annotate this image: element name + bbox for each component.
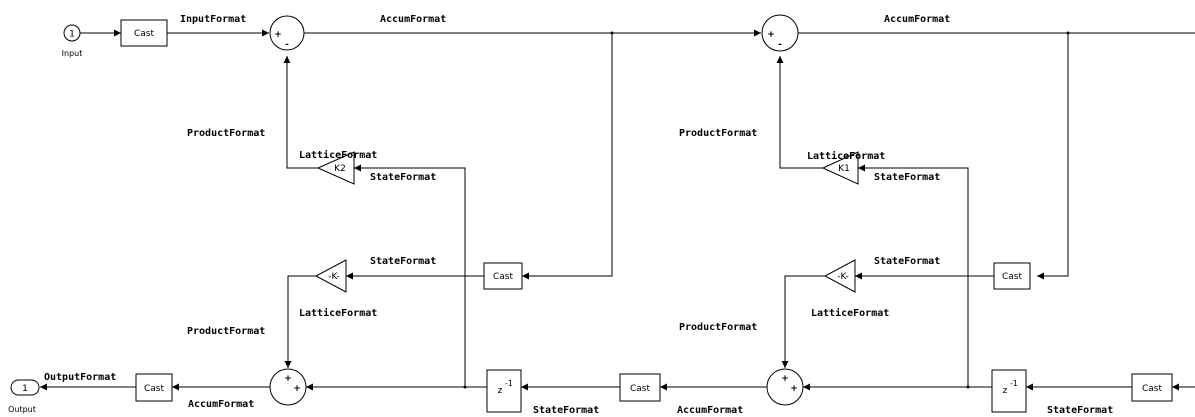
label-accum-format: AccumFormat [380, 14, 446, 25]
output-port[interactable]: 1 Output [8, 379, 40, 414]
sum-block-top-2[interactable]: + - [761, 14, 799, 52]
label-state-format: StateFormat [533, 405, 599, 416]
sum-plus-sign: + [274, 30, 282, 40]
label-lattice-format: LatticeFormat [811, 307, 889, 319]
sum-minus-sign: - [778, 40, 782, 50]
delay-exponent: -1 [1010, 379, 1018, 388]
delay-exponent: -1 [505, 379, 513, 388]
sum-plus-sign: + [781, 374, 789, 384]
sum-plus-sign: + [790, 384, 798, 394]
label-lattice-format: LatticeFormat [299, 149, 377, 161]
label-accum-format: AccumFormat [884, 14, 950, 25]
label-input-format: InputFormat [180, 14, 246, 25]
wire-neg-gain-2-to-sum-bottom-2 [781, 275, 825, 368]
wire-branch-to-cast-state-1 [522, 33, 613, 280]
label-accum-format: AccumFormat [188, 399, 254, 410]
label-state-format: StateFormat [874, 256, 940, 267]
gain-block-k1[interactable]: K1 [821, 151, 859, 185]
label-state-format: StateFormat [1047, 405, 1113, 416]
sum-block-top-1[interactable]: + - [269, 15, 305, 51]
output-port-number: 1 [22, 384, 28, 394]
sum-plus-sign: + [284, 374, 292, 384]
sum-minus-sign: - [285, 40, 289, 50]
gain-label: -K- [328, 272, 339, 282]
junction-dot [463, 385, 467, 389]
cast-block-state-2[interactable]: Cast [993, 262, 1031, 290]
wire-state-to-gain-k2 [354, 164, 466, 387]
sum-plus-sign: + [767, 30, 775, 40]
sum-block-bottom-1[interactable]: + + [269, 368, 307, 406]
cast-block-state-1[interactable]: Cast [483, 262, 523, 290]
label-output-format: OutputFormat [44, 372, 116, 383]
signal-lines [40, 29, 1195, 391]
input-port-label: Input [62, 49, 83, 58]
wire-gain-k2-to-sum-top-1 [283, 56, 318, 169]
gain-label: K2 [334, 164, 346, 174]
cast-block-label: Cast [1142, 384, 1162, 394]
gain-label: -K- [837, 272, 848, 282]
gain-block-neg-k-2[interactable]: -K- [823, 259, 856, 293]
wire-gain-k1-to-sum-top-2 [776, 56, 823, 169]
wire-neg-gain-1-to-sum-bottom-1 [284, 275, 316, 368]
label-product-format: ProductFormat [679, 128, 757, 139]
delay-label: z [1003, 386, 1008, 396]
delay-block-1[interactable]: z -1 [486, 369, 522, 413]
sum-plus-sign: + [293, 384, 301, 394]
cast-block-input[interactable]: Cast [120, 19, 168, 47]
output-port-label: Output [8, 405, 36, 414]
cast-block-accum-1[interactable]: Cast [619, 373, 661, 402]
delay-block-2[interactable]: z -1 [991, 369, 1027, 413]
junction-dot [1066, 31, 1070, 35]
label-state-format: StateFormat [874, 172, 940, 183]
sum-block-bottom-2[interactable]: + + [766, 368, 804, 406]
cast-block-output[interactable]: Cast [135, 373, 173, 402]
label-lattice-format: LatticeFormat [807, 150, 885, 162]
cast-block-label: Cast [144, 384, 164, 394]
label-product-format: ProductFormat [187, 326, 265, 337]
junction-dot [966, 385, 970, 389]
input-port-number: 1 [69, 30, 75, 40]
cast-block-state-3[interactable]: Cast [1131, 373, 1173, 402]
gain-block-neg-k-1[interactable]: -K- [314, 259, 347, 293]
junction-dot [610, 31, 614, 35]
label-state-format: StateFormat [370, 256, 436, 267]
label-product-format: ProductFormat [187, 128, 265, 139]
wire-branch-to-cast-state-2 [1037, 33, 1069, 280]
delay-label: z [498, 386, 503, 396]
cast-block-label: Cast [493, 272, 513, 282]
label-lattice-format: LatticeFormat [299, 307, 377, 319]
cast-block-label: Cast [1002, 272, 1022, 282]
gain-block-k2[interactable]: K2 [316, 151, 355, 185]
label-product-format: ProductFormat [679, 322, 757, 333]
label-state-format: StateFormat [370, 172, 436, 183]
gain-label: K1 [838, 164, 850, 174]
cast-block-label: Cast [134, 29, 154, 39]
signal-labels: InputFormat AccumFormat AccumFormat Prod… [44, 14, 1113, 416]
input-port[interactable]: 1 Input [62, 24, 83, 58]
cast-block-label: Cast [630, 384, 650, 394]
wire-state-to-gain-k1 [858, 164, 969, 387]
label-accum-format: AccumFormat [677, 405, 743, 416]
